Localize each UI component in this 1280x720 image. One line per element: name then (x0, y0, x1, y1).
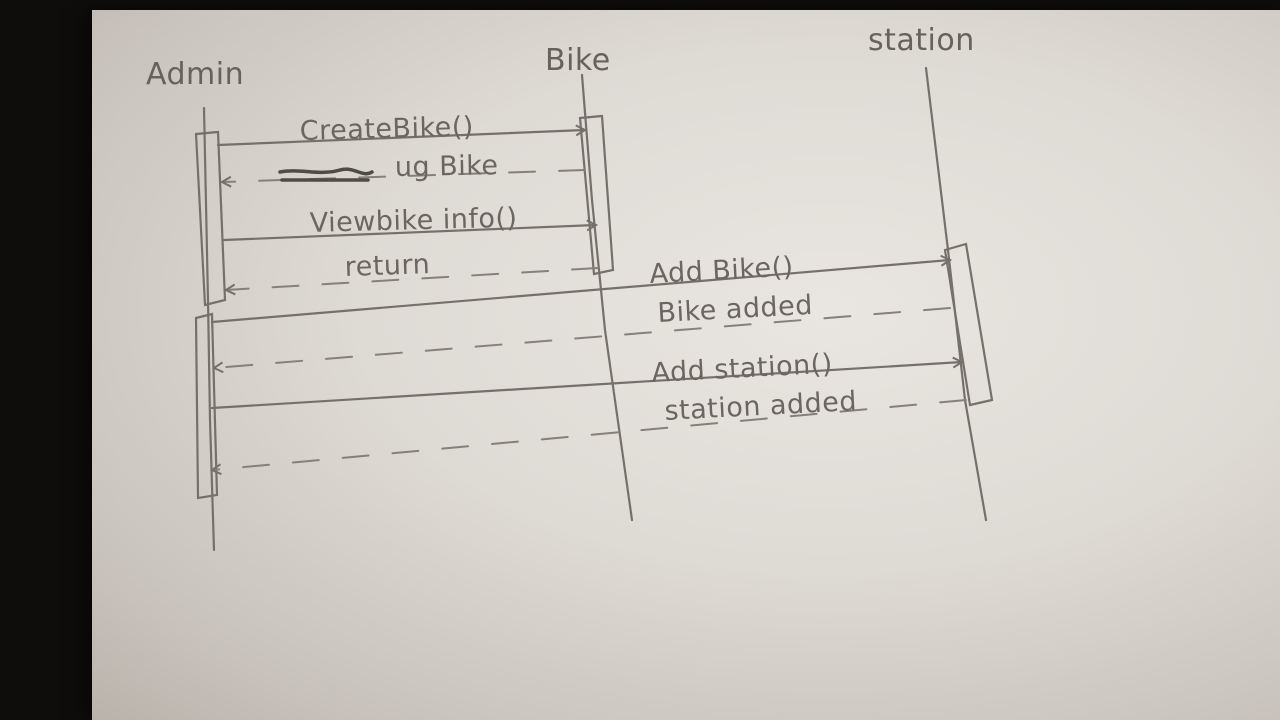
station-lifeline (924, 66, 988, 522)
msg-view-bike-info-arrow (222, 225, 596, 242)
msg-view-bike-info-label: Viewbike info() (309, 203, 518, 239)
msg-return-arrow (226, 267, 599, 290)
msg-station-added-arrow (212, 399, 967, 470)
msg-add-station-arrow (210, 362, 962, 410)
station-activation (943, 242, 994, 407)
paper-sheet (92, 10, 1280, 720)
msg-station-added-label: station added (664, 386, 858, 427)
msg-ug-bike-label: ug Bike (395, 150, 499, 183)
admin-activation-1 (194, 130, 227, 307)
msg-add-bike-label: Add Bike() (649, 251, 795, 290)
admin-lifeline (202, 106, 216, 552)
msg-create-bike-arrow (216, 130, 585, 147)
msg-return-label: return (344, 249, 431, 283)
msg-add-station-label: Add station() (651, 349, 834, 389)
msg-add-bike-arrow (210, 260, 950, 324)
actor-admin-label: Admin (146, 57, 244, 92)
admin-activation-2 (194, 312, 219, 500)
msg-bike-added-label: Bike added (657, 290, 814, 329)
actor-station-label: station (868, 23, 975, 58)
crossed-out-scribble (278, 167, 374, 176)
msg-create-bike-label: CreateBike() (299, 111, 474, 147)
bike-lifeline (580, 73, 634, 522)
actor-bike-label: Bike (545, 43, 611, 78)
msg-bike-added-arrow (214, 307, 951, 368)
